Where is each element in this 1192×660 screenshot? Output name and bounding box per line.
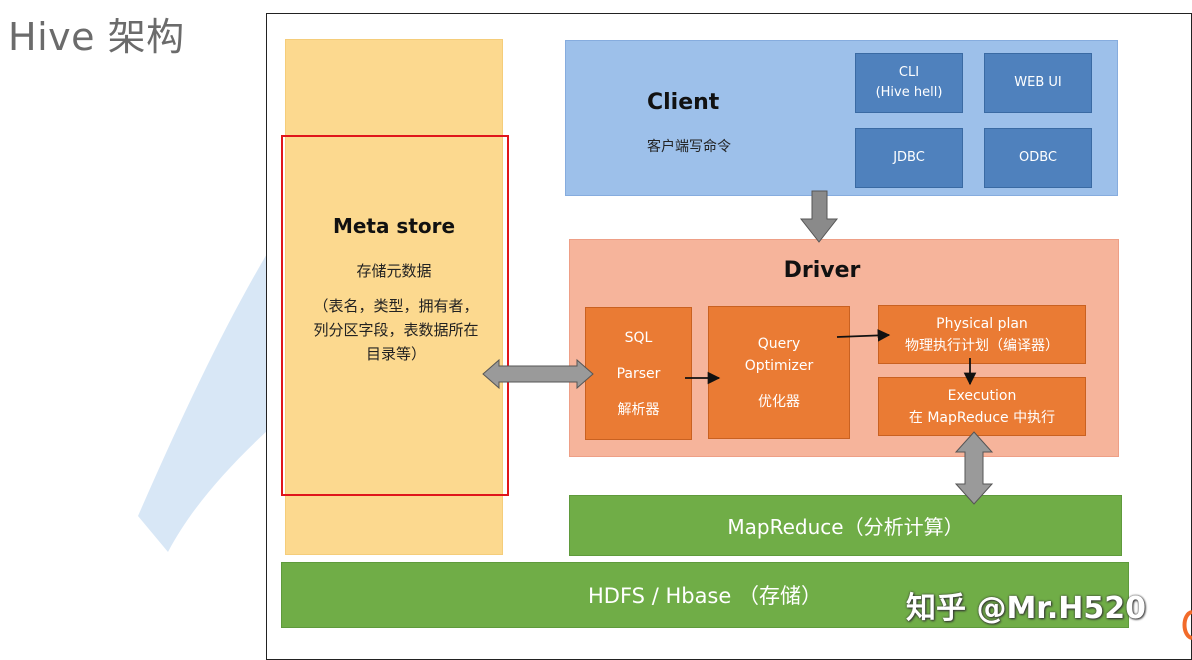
odbc-label: ODBC bbox=[1018, 150, 1057, 165]
execution-line: 在 MapReduce 中执行 bbox=[908, 409, 1056, 426]
optimizer-line: 优化器 bbox=[758, 393, 800, 410]
watermark: 知乎 @Mr.H520 bbox=[906, 591, 1146, 626]
metastore-highlight bbox=[281, 135, 509, 496]
parser-line: 解析器 bbox=[617, 401, 660, 418]
cli-sublabel: (Hive hell) bbox=[875, 85, 943, 100]
physical-plan-box: Physical plan 物理执行计划（编译器） bbox=[878, 305, 1086, 364]
parser-line: SQL bbox=[624, 329, 653, 346]
architecture-diagram: Meta store 存储元数据 （表名，类型，拥有者， 列分区字段，表数据所在… bbox=[266, 13, 1192, 660]
parser-box: SQL Parser 解析器 bbox=[585, 307, 692, 440]
cli-label: CLI bbox=[898, 65, 920, 80]
client-title: Client bbox=[647, 90, 720, 115]
execution-mapreduce-double-arrow bbox=[954, 431, 994, 505]
webui-box: WEB UI bbox=[984, 53, 1092, 113]
metastore-description: （表名，类型，拥有者， 列分区字段，表数据所在 目录等） bbox=[293, 294, 499, 366]
execution-box: Execution 在 MapReduce 中执行 bbox=[878, 377, 1086, 436]
cli-box: CLI (Hive hell) bbox=[855, 53, 963, 113]
hdfs-bar: HDFS / Hbase （存储） bbox=[281, 562, 1129, 628]
corner-logo-icon bbox=[1182, 610, 1192, 640]
optimizer-box: Query Optimizer 优化器 bbox=[708, 306, 850, 439]
optimizer-line: Optimizer bbox=[744, 357, 814, 374]
jdbc-label: JDBC bbox=[893, 150, 925, 165]
mapreduce-bar: MapReduce（分析计算） bbox=[569, 495, 1122, 556]
client-subtitle: 客户端写命令 bbox=[647, 139, 731, 155]
odbc-box: ODBC bbox=[984, 128, 1092, 188]
client-to-driver-arrow bbox=[799, 190, 839, 243]
hdfs-label: HDFS / Hbase （存储） bbox=[588, 584, 822, 608]
execution-line: Execution bbox=[947, 387, 1017, 404]
driver-title: Driver bbox=[783, 258, 861, 283]
diagram-arrows bbox=[482, 190, 994, 505]
slide-title: Hive 架构 bbox=[8, 15, 185, 59]
webui-label: WEB UI bbox=[1014, 75, 1062, 90]
parser-line: Parser bbox=[616, 365, 661, 382]
optimizer-line: Query bbox=[757, 335, 801, 352]
metastore-subtitle: 存储元数据 bbox=[356, 262, 432, 280]
metastore-parser-double-arrow bbox=[482, 358, 594, 390]
physical-plan-line: Physical plan bbox=[936, 315, 1028, 332]
metastore-desc-line: 列分区字段，表数据所在 bbox=[313, 321, 479, 339]
metastore-panel bbox=[285, 39, 503, 555]
metastore-title: Meta store bbox=[332, 214, 456, 238]
mapreduce-label: MapReduce（分析计算） bbox=[727, 515, 964, 539]
metastore-desc-line: 目录等） bbox=[365, 345, 426, 363]
optimizer-physical-arrow bbox=[836, 329, 891, 342]
jdbc-box: JDBC bbox=[855, 128, 963, 188]
physical-plan-line: 物理执行计划（编译器） bbox=[905, 337, 1059, 354]
metastore-desc-line: （表名，类型，拥有者， bbox=[313, 297, 479, 315]
